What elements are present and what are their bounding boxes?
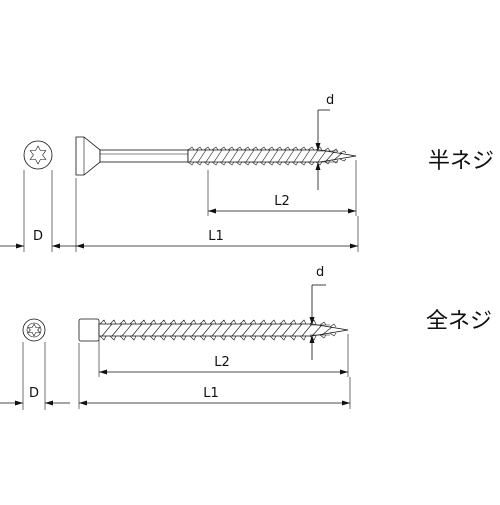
full-thread-screw (78, 318, 349, 342)
dimension-d-top: d (315, 93, 338, 190)
dimension-L2-bottom: L2 (98, 334, 349, 377)
half-thread-screw (75, 136, 357, 176)
dimension-L2-top: L2 (207, 160, 357, 216)
label-d-bottom: d (316, 265, 324, 280)
label-D-bottom: D (29, 386, 39, 401)
head-end-view-bottom (22, 318, 46, 342)
label-L1-top: L1 (208, 229, 224, 244)
dimension-D-bottom: D (0, 342, 70, 410)
label-D-top: D (33, 229, 43, 244)
label-L1-bottom: L1 (203, 386, 219, 401)
full-thread-label: 全ネジ (426, 309, 492, 334)
dimension-L1-bottom: L1 (78, 343, 351, 409)
half-thread-label: 半ネジ (428, 149, 494, 174)
dimension-d-bottom: d (309, 265, 330, 360)
dimension-L1-top: L1 (75, 178, 359, 252)
label-L2-top: L2 (274, 194, 290, 209)
label-L2-bottom: L2 (214, 355, 230, 370)
half-thread-screw-figure: D d (0, 93, 494, 252)
head-end-view-top (23, 140, 53, 170)
label-d-top: d (326, 93, 334, 108)
dimension-D-top: D (0, 170, 76, 252)
full-thread-screw-figure: D d L2 (0, 265, 492, 410)
